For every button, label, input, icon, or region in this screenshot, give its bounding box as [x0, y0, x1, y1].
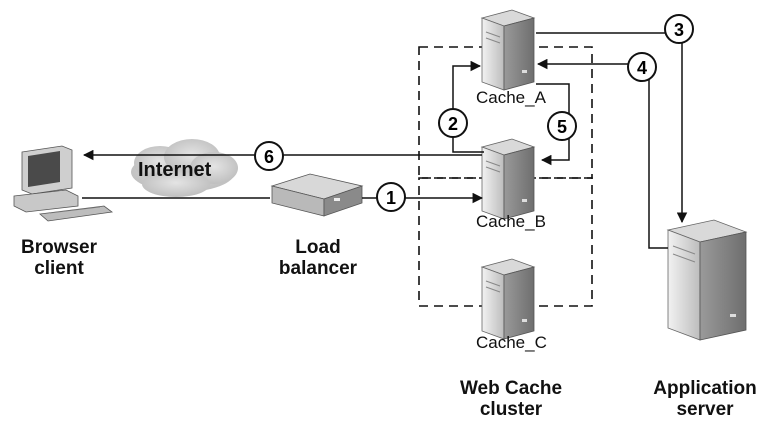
cache-a-server-icon: [481, 9, 535, 91]
application-server-label-line1: Application: [653, 378, 757, 399]
step-5-badge: 5: [547, 111, 577, 141]
cloud-icon: [131, 139, 238, 197]
load-balancer-icon: [270, 173, 364, 217]
desktop-computer-icon: [13, 145, 114, 222]
browser-client-label-line1: Browser: [20, 237, 98, 258]
svg-text:5: 5: [557, 117, 567, 137]
application-server-label: Application server: [636, 378, 774, 420]
internet-label: Internet: [138, 159, 212, 181]
load-balancer-label-line2: balancer: [278, 258, 358, 279]
svg-text:6: 6: [264, 147, 274, 167]
browser-client-label: Browser client: [4, 237, 114, 279]
step-1-badge: 1: [376, 182, 406, 212]
cache-b-server-icon: [481, 138, 535, 220]
cache-a-label: Cache_A: [476, 88, 546, 107]
cache-c-label: Cache_C: [476, 333, 547, 352]
svg-text:4: 4: [637, 58, 647, 78]
step-4-arrow: [536, 58, 668, 249]
svg-text:2: 2: [448, 114, 458, 134]
application-server-label-line2: server: [676, 399, 734, 420]
load-balancer-label: Load balancer: [262, 237, 374, 279]
load-balancer-label-line1: Load: [295, 237, 341, 258]
step-6-badge: 6: [254, 141, 284, 171]
step-4-badge: 4: [627, 52, 657, 82]
web-cache-cluster-label-line2: cluster: [479, 399, 543, 420]
web-cache-cluster-label-line1: Web Cache: [459, 378, 563, 399]
svg-text:1: 1: [386, 188, 396, 208]
cache-c-server-icon: [481, 258, 535, 340]
web-cache-cluster-label: Web Cache cluster: [436, 378, 586, 420]
step-2-badge: 2: [438, 108, 468, 138]
browser-client-label-line2: client: [34, 258, 84, 279]
application-server-icon: [666, 219, 748, 341]
cache-b-label: Cache_B: [476, 212, 546, 231]
svg-text:3: 3: [674, 20, 684, 40]
step-3-badge: 3: [664, 14, 694, 44]
